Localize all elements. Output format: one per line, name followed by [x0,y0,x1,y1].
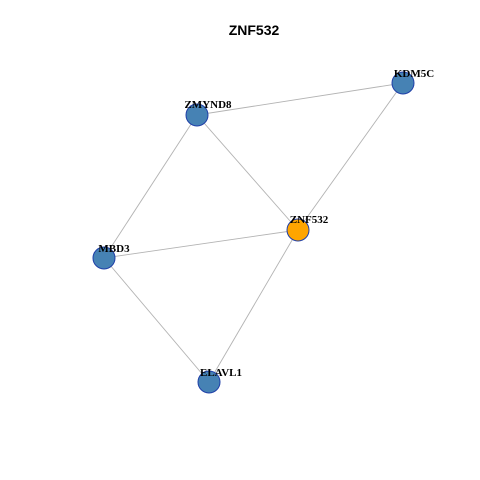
edges-layer [103,82,404,383]
edge-zmynd8-kdm5c [196,82,404,116]
edge-kdm5c-znf532 [297,82,404,231]
node-label-kdm5c: KDM5C [394,68,434,80]
node-mbd3 [92,246,116,270]
edge-zmynd8-mbd3 [103,114,198,259]
node-label-zmynd8: ZMYND8 [184,99,232,111]
node-label-znf532: ZNF532 [290,214,329,226]
edge-znf532-elavl1 [208,229,299,383]
nodes-layer [92,71,415,394]
node-label-elavl1: ELAVL1 [200,367,242,379]
node-elavl1 [197,370,221,394]
edge-mbd3-elavl1 [103,257,210,383]
edge-mbd3-znf532 [103,229,299,259]
node-kdm5c [391,71,415,95]
node-label-mbd3: MBD3 [98,243,130,255]
node-znf532 [286,218,310,242]
edge-zmynd8-znf532 [196,114,299,231]
node-zmynd8 [185,103,209,127]
graph-title: ZNF532 [229,22,280,38]
